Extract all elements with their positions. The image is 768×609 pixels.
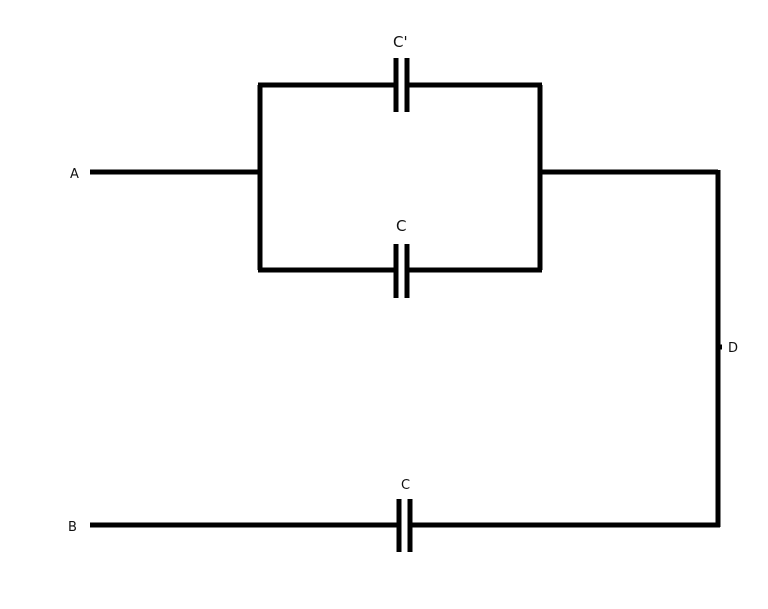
terminal-b-label: B — [68, 520, 77, 535]
capacitor-middle-label: C — [396, 217, 406, 235]
terminal-a-label: A — [70, 167, 79, 182]
capacitor-bottom-label: C — [401, 478, 410, 493]
capacitor-top-label: C' — [393, 33, 408, 51]
node-d-label: D — [728, 341, 738, 356]
